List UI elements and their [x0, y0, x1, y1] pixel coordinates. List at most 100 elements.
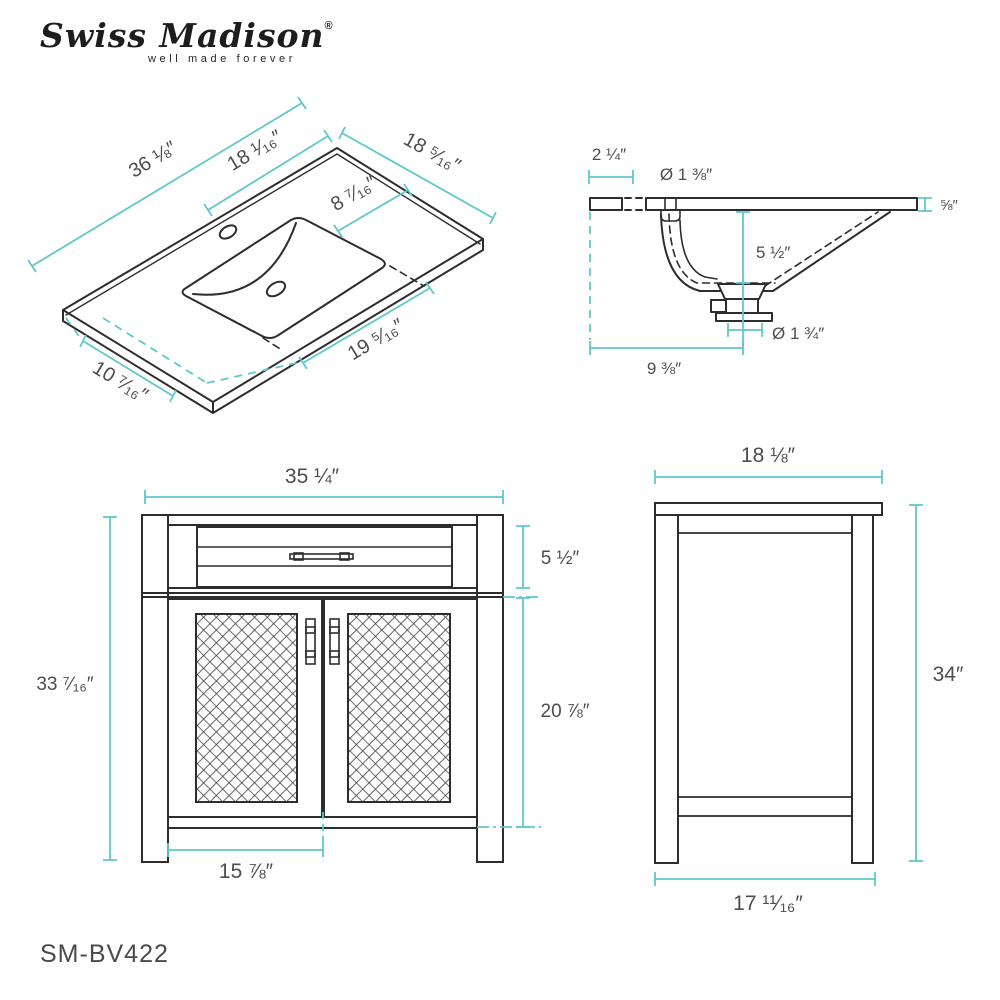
dim-top-depth-label: 18 ⅛″: [741, 444, 796, 467]
dim-door-height: [516, 597, 530, 828]
extension-line-dashed: [65, 317, 302, 384]
registered-mark: ®: [324, 20, 334, 32]
side-dimension-labels: 18 ⅛″ 34″ 17 ¹¹⁄₁₆″: [733, 444, 964, 915]
cabinet-top-band: [142, 514, 503, 526]
dim-line: [333, 183, 413, 238]
dim-faucet-diameter-label: Ø 1 ⅜″: [660, 165, 712, 184]
dim-line: [338, 126, 497, 225]
dim-door-width-label: 15 ⅞″: [219, 860, 274, 883]
dim-line: [298, 281, 435, 370]
dim-basin-depth-label: 5 ½″: [756, 243, 790, 262]
dim-drain-back-label: 9 ⅜″: [647, 359, 681, 378]
front-dimensions: [103, 490, 541, 861]
dim-line: [203, 129, 333, 217]
vanity-side-view: [654, 502, 883, 864]
counter-thickness-edge: [62, 238, 484, 414]
drawer-handle-bar: [289, 553, 354, 560]
side-bottom-rail: [678, 796, 852, 817]
drain-flange: [717, 283, 767, 300]
dim-drain-diameter-label: Ø 1 ¾″: [772, 324, 824, 343]
faucet-hole: [218, 224, 238, 240]
sink-basin-curve: [192, 222, 297, 296]
handle-detail-top: [329, 626, 340, 634]
sink-recess-outline: [181, 217, 386, 339]
dim-back-ledge: [588, 170, 634, 184]
right-leg: [476, 514, 504, 863]
dim-basin-edge-label: 8 ⁷⁄₁₆″: [327, 172, 380, 216]
dim-thickness: [918, 197, 932, 212]
dim-overall-width: [27, 96, 307, 273]
basin-inner-wall: [679, 219, 718, 280]
dim-door-height-label: 20 ⅞″: [541, 701, 590, 722]
drawer-face: [196, 526, 453, 588]
dim-drain-from-back: [589, 341, 744, 355]
sink-cross-section-view: [589, 197, 918, 322]
dim-overall-depth-label: 18 ⁵⁄₁₆″: [400, 128, 464, 177]
handle-bar: [305, 618, 316, 665]
sink-section-labels: 2 ¼″ Ø 1 ⅜″ ⅝″ 5 ½″ Ø 1 ¾″ 9 ⅜″: [592, 145, 959, 378]
counter-slab: [645, 197, 918, 211]
sink-hidden-edge-dashed: [262, 265, 425, 351]
dim-basin-edge-to-counter-edge: [333, 183, 413, 238]
brand-logo: Swiss Madison® well made forever: [40, 16, 334, 65]
drain-pipe-tail: [710, 299, 727, 313]
dim-overall-height-label: 34″: [933, 663, 964, 686]
drain-hole: [265, 280, 287, 298]
side-back-leg: [851, 514, 874, 864]
dim-overall-height: [909, 504, 923, 862]
right-door-mesh-panel: [347, 613, 451, 803]
counter-rim-inner-line: [65, 153, 481, 316]
left-door-handle: [305, 618, 316, 665]
dim-overall-depth: [338, 126, 497, 225]
dim-base-depth: [654, 872, 876, 886]
dim-basin-center-from-front: [79, 334, 177, 403]
drain-base-plate: [715, 312, 773, 322]
dim-door-width: [167, 843, 324, 857]
countertop-isometric-view: [62, 147, 484, 414]
countertop-dimensions: [27, 96, 497, 403]
right-door-handle: [329, 618, 340, 665]
handle-detail-top: [305, 626, 316, 634]
dim-drain-diameter: [727, 323, 763, 337]
basin-hidden-dashed: [668, 211, 879, 287]
break-line-dashes: [624, 197, 646, 211]
drawer-handle-cap-right: [339, 552, 350, 561]
dim-cabinet-height-label: 33 ⁷⁄₁₆″: [36, 674, 94, 695]
brand-name: Swiss Madison®: [40, 16, 334, 55]
mid-rail: [142, 587, 503, 598]
dim-basin-center-to-right-edge: [298, 281, 435, 370]
faucet-hole-pocket: [660, 210, 681, 222]
drawer-face-grooves: [197, 546, 452, 567]
handle-detail-bottom: [329, 650, 340, 658]
handle-bar: [329, 618, 340, 665]
counter-back-ledge: [589, 197, 623, 211]
front-dimension-labels: 35 ¼″ 33 ⁷⁄₁₆″ 5 ½″ 20 ⅞″ 15 ⅞″: [36, 465, 589, 883]
vanity-front-view: [141, 514, 504, 863]
side-dimensions: [654, 470, 923, 886]
brand-tagline: well made forever: [148, 53, 297, 65]
drain-pipe: [725, 298, 759, 314]
brand-name-text: Swiss Madison: [40, 16, 325, 55]
handle-detail-bottom: [305, 650, 316, 658]
left-door-mesh-panel: [195, 613, 298, 803]
dim-cabinet-height: [103, 516, 117, 861]
dim-line: [27, 96, 307, 273]
dim-drawer-height: [516, 525, 530, 589]
dim-back-ledge-label: 2 ¼″: [592, 145, 626, 164]
dim-top-depth: [654, 470, 883, 484]
dim-basin-depth: [736, 211, 750, 348]
drawer-handle: [289, 552, 354, 561]
model-number: SM-BV422: [40, 940, 169, 968]
dim-cabinet-width: [144, 490, 504, 504]
faucet-hole-edges: [664, 197, 677, 211]
counter-top-face: [62, 147, 484, 403]
sink-section-dimensions: [588, 170, 932, 355]
dim-cabinet-width-label: 35 ¼″: [285, 465, 340, 488]
dim-drawer-height-label: 5 ½″: [541, 548, 580, 569]
drawer-handle-cap-left: [293, 552, 304, 561]
dim-base-depth-label: 17 ¹¹⁄₁₆″: [733, 892, 803, 915]
left-leg: [141, 514, 169, 863]
dim-line: [79, 334, 177, 403]
dim-thickness-label: ⅝″: [940, 197, 959, 214]
